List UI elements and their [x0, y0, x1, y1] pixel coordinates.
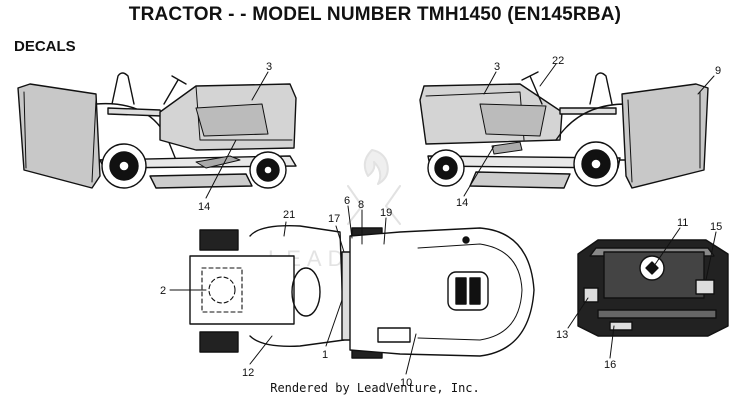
tractor-left-view — [17, 72, 297, 189]
dash-panel — [577, 239, 729, 337]
tractor-top-view — [189, 225, 535, 359]
callout-14-right: 14 — [456, 197, 468, 209]
callout-9: 9 — [715, 65, 721, 77]
diagram-title: TRACTOR - - MODEL NUMBER TMH1450 (EN145R… — [128, 4, 622, 25]
callout-8: 8 — [358, 199, 364, 211]
callout-numbers: 3 14 3 22 9 14 21 17 6 8 19 2 1 12 10 11… — [160, 55, 722, 389]
callout-17: 17 — [328, 213, 340, 225]
watermark — [347, 149, 401, 225]
callout-19: 19 — [380, 207, 392, 219]
footer-credit: Rendered by LeadVenture, Inc. — [270, 381, 480, 395]
callout-6: 6 — [344, 195, 350, 207]
callout-14-left: 14 — [198, 201, 210, 213]
tractor-right-view — [419, 71, 709, 189]
callout-10: 10 — [400, 377, 412, 389]
callout-11: 11 — [677, 217, 688, 229]
leader-lines — [169, 63, 717, 375]
callout-21: 21 — [283, 209, 295, 221]
section-label: DECALS — [14, 38, 76, 55]
callout-16: 16 — [604, 359, 616, 371]
callout-1: 1 — [322, 349, 328, 361]
callout-22: 22 — [552, 55, 564, 67]
callout-15: 15 — [710, 221, 722, 233]
callout-13: 13 — [556, 329, 568, 341]
callout-2: 2 — [160, 285, 166, 297]
callout-12: 12 — [242, 367, 254, 379]
callout-3-right: 3 — [494, 61, 500, 73]
callout-3-left: 3 — [266, 61, 272, 73]
